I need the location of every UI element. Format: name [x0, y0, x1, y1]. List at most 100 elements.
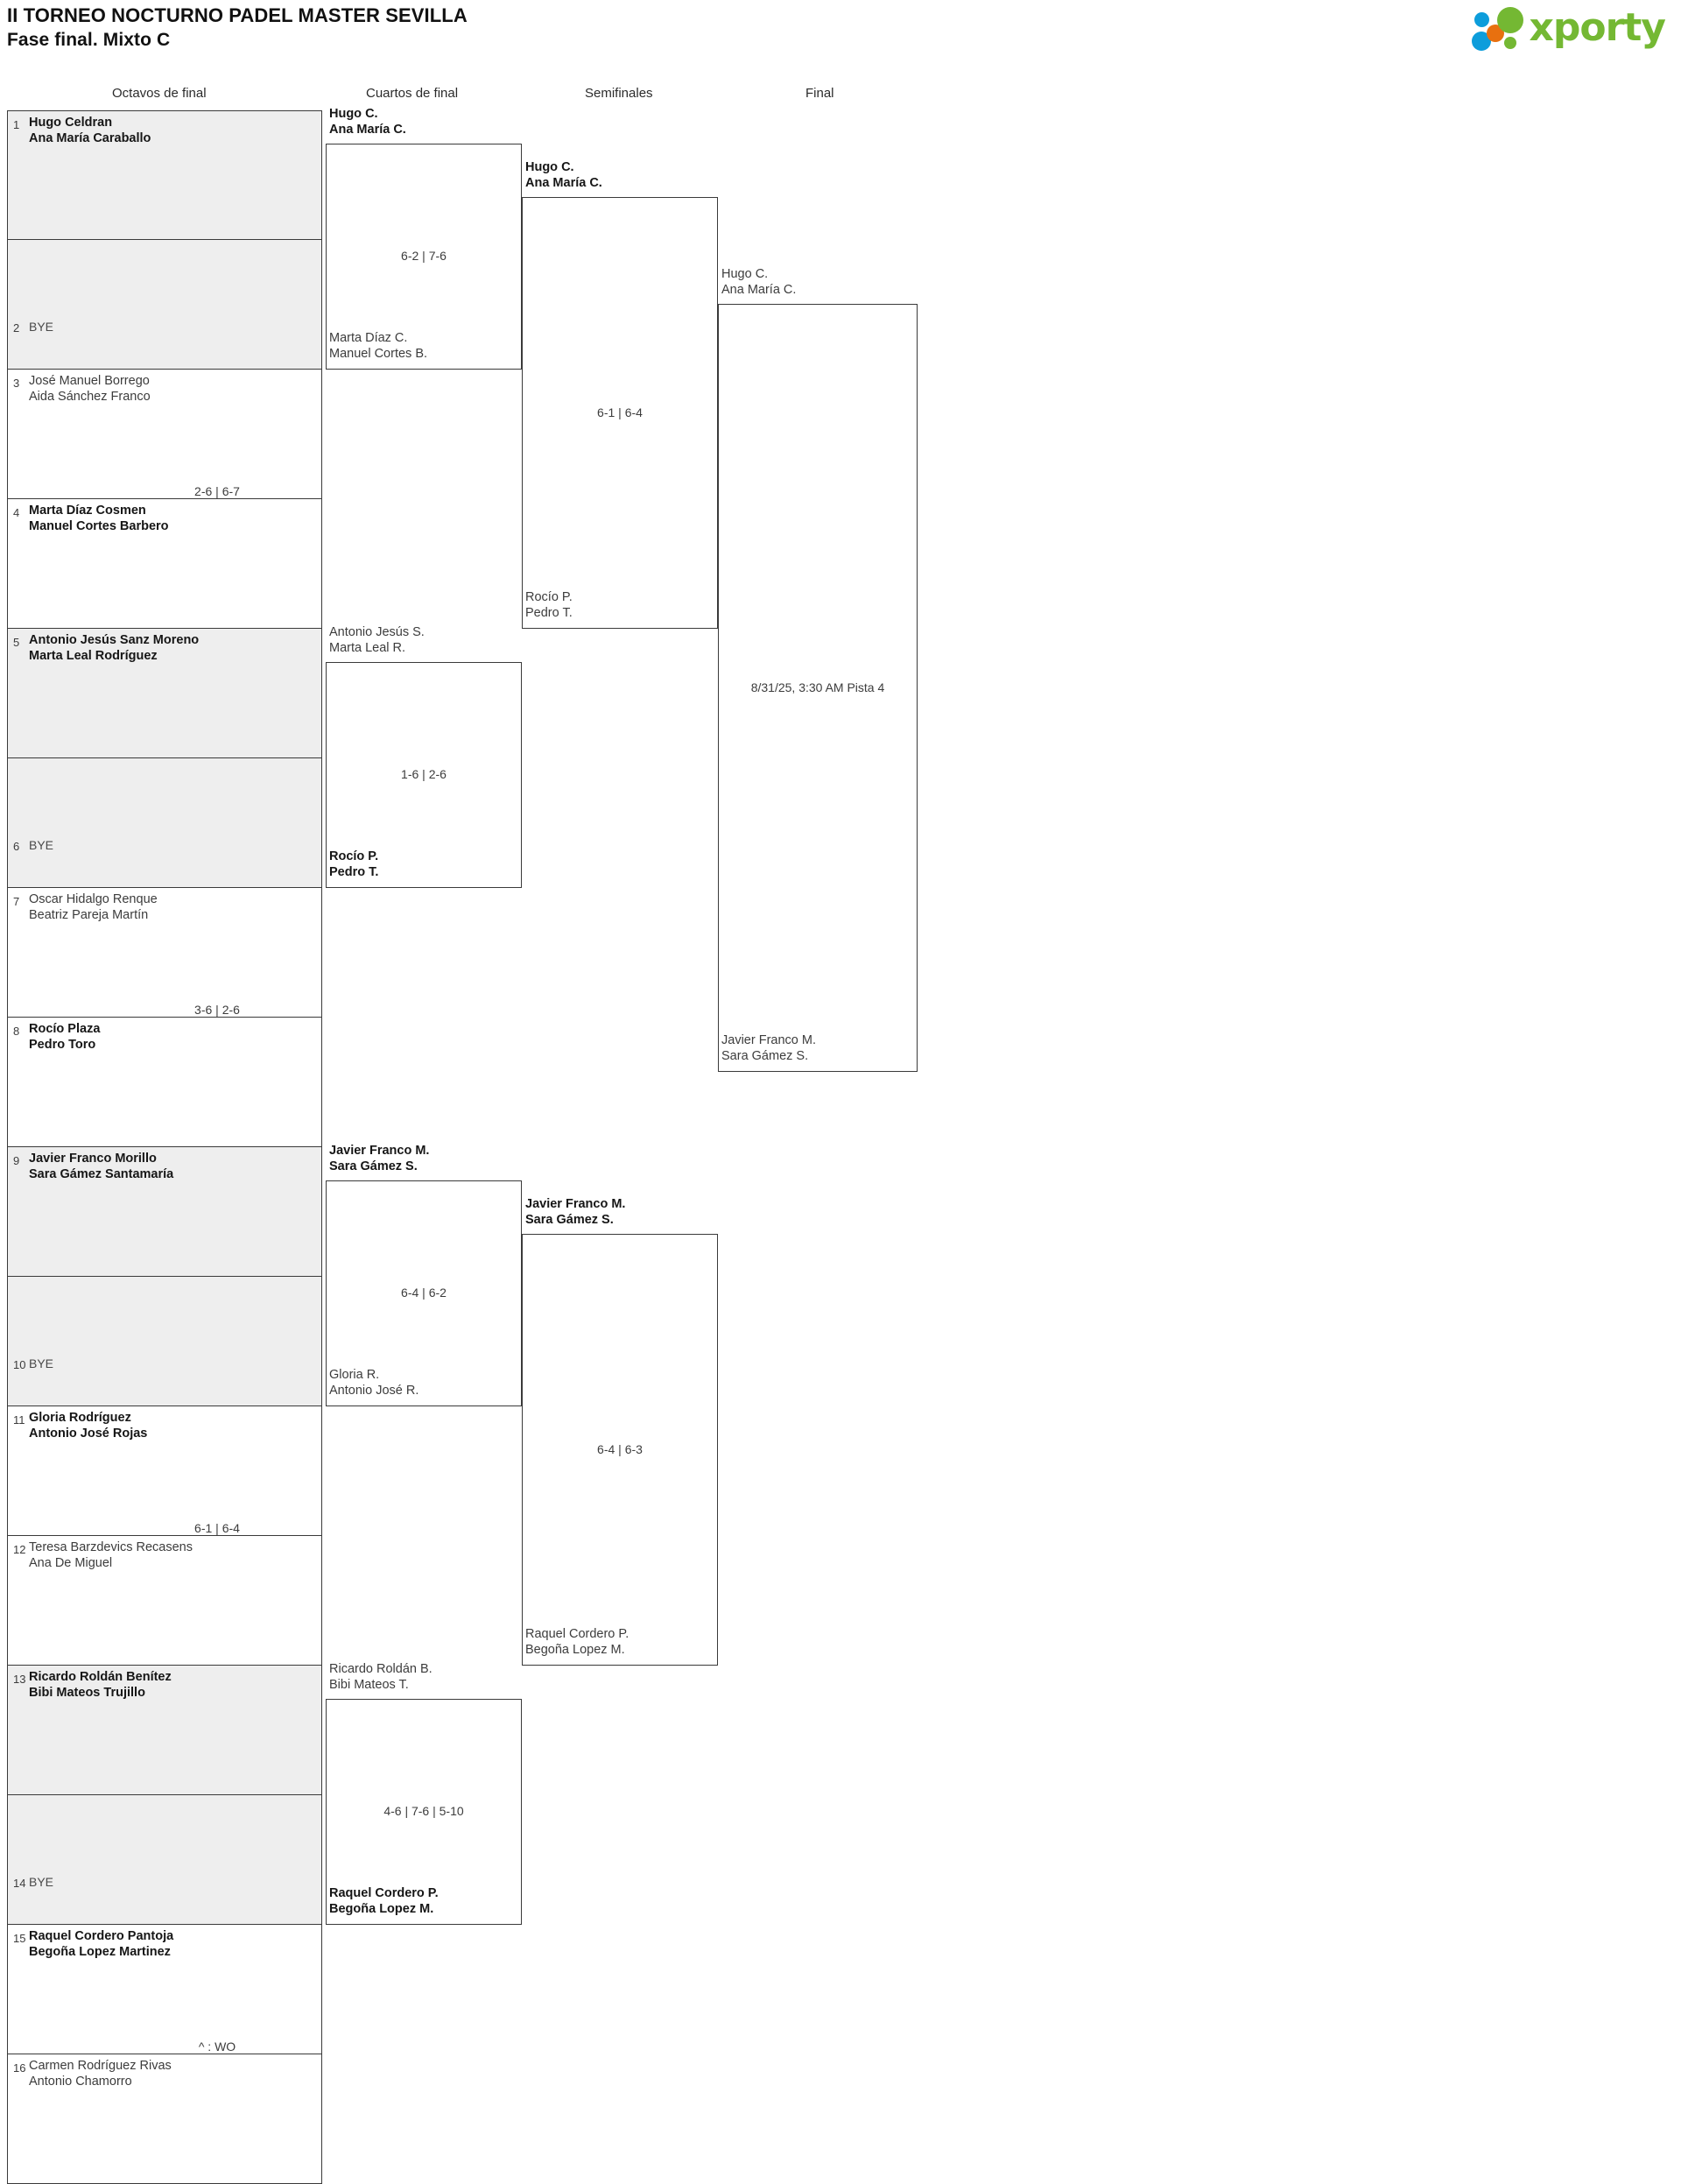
quarterfinal-3-top-team[interactable]: Javier Franco M.Sara Gámez S.	[329, 1144, 429, 1174]
seed-player-line2: Bibi Mateos Trujillo	[29, 1685, 145, 1700]
seed-player-line2: Marta Leal Rodríguez	[29, 648, 158, 663]
semifinal-1-top-team-line2: Ana María C.	[525, 175, 602, 190]
seed-number: 6	[13, 840, 20, 853]
seed-row[interactable]: 6 BYE	[7, 758, 322, 888]
logo-dot-green-small-icon	[1504, 37, 1517, 49]
seed-number: 1	[13, 118, 20, 131]
semifinal-1-bottom-team-line1: Rocío P.	[525, 590, 573, 604]
quarterfinal-3-bottom-team[interactable]: Gloria R.Antonio José R.	[329, 1368, 418, 1398]
quarterfinal-1-top-team[interactable]: Hugo C.Ana María C.	[329, 107, 406, 137]
quarterfinal-1-top-team-line2: Ana María C.	[329, 122, 406, 137]
semifinal-1-top-team[interactable]: Hugo C.Ana María C.	[525, 160, 602, 191]
round-header-semifinales: Semifinales	[585, 86, 653, 101]
semifinal-1-score: 6-1 | 6-4	[597, 405, 643, 419]
seed-player-line2: Beatriz Pareja Martín	[29, 907, 149, 922]
quarterfinal-4-top-team[interactable]: Ricardo Roldán B.Bibi Mateos T.	[329, 1662, 433, 1693]
seed-player-line1: BYE	[29, 320, 54, 334]
round-header-octavos: Octavos de final	[112, 86, 207, 101]
final-match-connector	[718, 304, 918, 1072]
semifinal-1-bottom-team[interactable]: Rocío P.Pedro T.	[525, 590, 573, 621]
quarterfinal-2-top-team[interactable]: Antonio Jesús S.Marta Leal R.	[329, 625, 425, 656]
quarterfinal-2-bottom-team-line1: Rocío P.	[329, 849, 379, 863]
round1-score: 6-1 | 6-4	[194, 1521, 240, 1535]
final-match-bottom-team-line1: Javier Franco M.	[721, 1033, 816, 1047]
seed-row[interactable]: 2 BYE	[7, 240, 322, 370]
seed-player-line1: Oscar Hidalgo Renque	[29, 892, 158, 906]
final-match-schedule: 8/31/25, 3:30 AM Pista 4	[750, 680, 885, 694]
quarterfinal-4-top-team-line2: Bibi Mateos T.	[329, 1677, 409, 1692]
quarterfinal-3-score: 6-4 | 6-2	[401, 1286, 447, 1300]
seed-number: 7	[13, 895, 20, 908]
seed-number: 2	[13, 321, 20, 335]
seed-player-line1: Hugo Celdran	[29, 116, 113, 130]
seed-number: 14	[13, 1877, 26, 1890]
semifinal-2-score: 6-4 | 6-3	[597, 1441, 643, 1456]
seed-number: 10	[13, 1358, 26, 1371]
semifinal-2-top-team[interactable]: Javier Franco M.Sara Gámez S.	[525, 1197, 625, 1228]
seed-number: 16	[13, 2061, 26, 2075]
semifinal-2-bottom-team-line2: Begoña Lopez M.	[525, 1642, 625, 1657]
quarterfinal-3-bottom-team-line2: Antonio José R.	[329, 1383, 419, 1398]
seed-player-names: BYE	[29, 1356, 53, 1372]
logo-dots-icon	[1471, 5, 1525, 51]
quarterfinal-2-bottom-team-line2: Pedro T.	[329, 864, 379, 879]
final-match-top-team-line2: Ana María C.	[721, 282, 797, 297]
semifinal-2-bottom-team[interactable]: Raquel Cordero P.Begoña Lopez M.	[525, 1627, 629, 1658]
quarterfinal-2-top-team-line1: Antonio Jesús S.	[329, 625, 425, 639]
seed-number: 9	[13, 1154, 20, 1167]
final-match-top-team[interactable]: Hugo C.Ana María C.	[721, 267, 796, 298]
round1-score: 2-6 | 6-7	[194, 484, 240, 498]
logo-dot-green-large-icon	[1497, 7, 1524, 33]
semifinal-2-top-team-line1: Javier Franco M.	[525, 1197, 626, 1211]
tournament-bracket: Octavos de final Cuartos de final Semifi…	[7, 86, 918, 2184]
quarterfinal-2-bottom-team[interactable]: Rocío P.Pedro T.	[329, 849, 378, 880]
seed-player-line1: BYE	[29, 1875, 54, 1889]
round1-score: ^ : WO	[198, 2040, 236, 2054]
quarterfinal-4-top-team-line1: Ricardo Roldán B.	[329, 1662, 433, 1676]
quarterfinal-1-bottom-team[interactable]: Marta Díaz C.Manuel Cortes B.	[329, 331, 427, 362]
seed-player-names: BYE	[29, 838, 53, 854]
final-match-top-team-line1: Hugo C.	[721, 267, 769, 281]
seed-player-line2: Sara Gámez Santamaría	[29, 1166, 174, 1181]
quarterfinal-4-bottom-team[interactable]: Raquel Cordero P.Begoña Lopez M.	[329, 1886, 439, 1917]
seed-player-line1: José Manuel Borrego	[29, 374, 150, 388]
logo-wordmark: xporty	[1529, 5, 1666, 50]
seed-player-line1: Carmen Rodríguez Rivas	[29, 2059, 172, 2073]
seed-player-line2: Ana De Miguel	[29, 1555, 113, 1570]
final-match-bottom-team[interactable]: Javier Franco M.Sara Gámez S.	[721, 1033, 816, 1064]
quarterfinal-2-score: 1-6 | 2-6	[401, 767, 447, 781]
seed-player-line1: Antonio Jesús Sanz Moreno	[29, 633, 200, 647]
final-match-bottom-team-line2: Sara Gámez S.	[721, 1048, 809, 1063]
round1-score: 3-6 | 2-6	[194, 1003, 240, 1017]
seed-player-line1: Marta Díaz Cosmen	[29, 504, 146, 518]
xporty-logo[interactable]: xporty	[1471, 5, 1666, 51]
quarterfinal-3-top-team-line1: Javier Franco M.	[329, 1144, 430, 1158]
semifinal-1-bottom-team-line2: Pedro T.	[525, 605, 573, 620]
seed-player-line2: Antonio José Rojas	[29, 1426, 148, 1441]
seed-player-line2: Antonio Chamorro	[29, 2074, 132, 2089]
quarterfinal-4-bottom-team-line1: Raquel Cordero P.	[329, 1886, 439, 1900]
quarterfinal-1-bottom-team-line2: Manuel Cortes B.	[329, 346, 428, 361]
seed-player-line1: BYE	[29, 1356, 54, 1370]
